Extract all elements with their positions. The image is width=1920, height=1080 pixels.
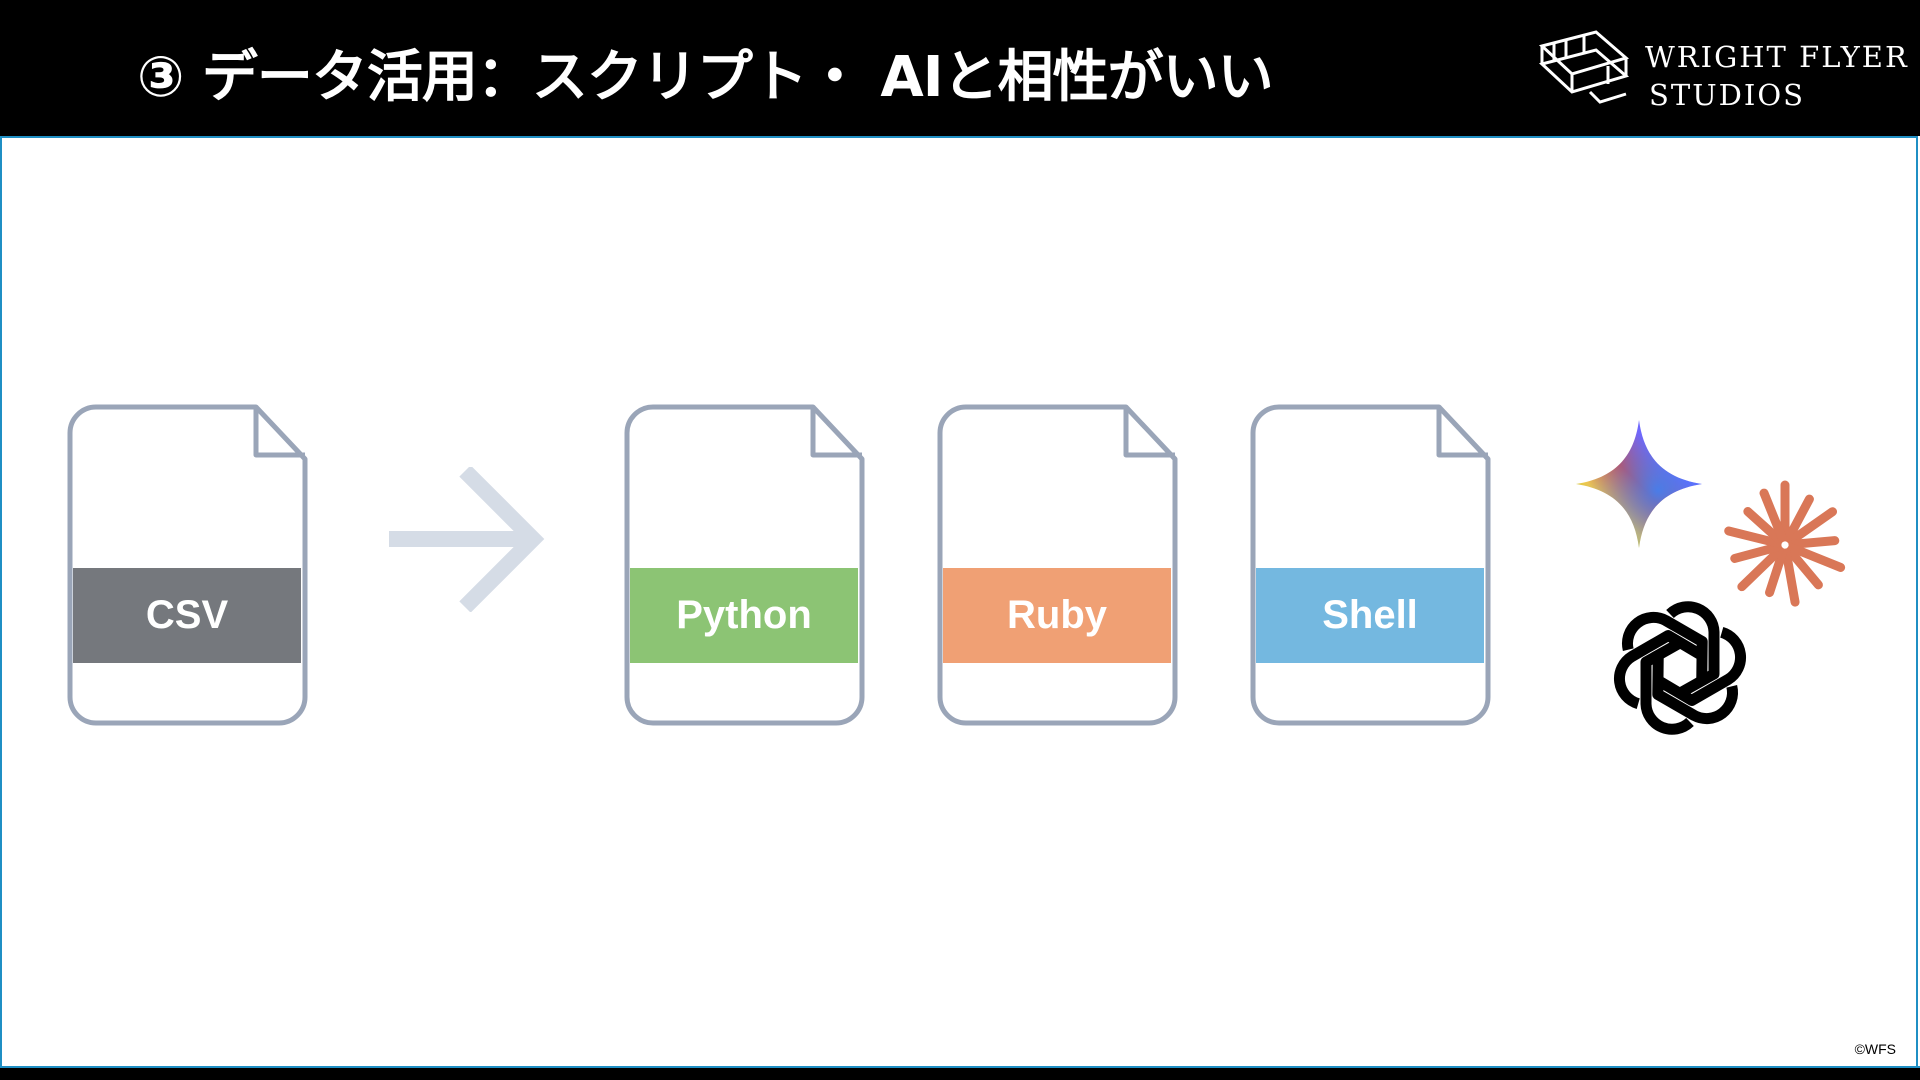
file-outline-icon xyxy=(937,404,1178,726)
shell-file-label: Shell xyxy=(1256,568,1484,663)
ruby-file-label: Ruby xyxy=(943,568,1171,663)
file-outline-icon xyxy=(1250,404,1491,726)
claude-icon xyxy=(1724,480,1846,607)
file-outline-icon xyxy=(624,404,865,726)
openai-icon xyxy=(1614,601,1746,735)
logo-line-2: STUDIOS xyxy=(1649,78,1805,112)
shell-file-icon: Shell xyxy=(1249,404,1491,726)
file-outline-icon xyxy=(67,404,308,726)
slide-title: ③ データ活用：スクリプト・ AIと相性がいい xyxy=(137,45,1274,110)
wright-flyer-logo-icon xyxy=(1538,30,1630,104)
company-logo-text: WRIGHT FLYER STUDIOS xyxy=(1645,38,1909,114)
right-arrow-icon xyxy=(389,467,545,612)
copyright-text: ©WFS xyxy=(1854,1041,1896,1057)
slide-header: ③ データ活用：スクリプト・ AIと相性がいい WRIGHT FLYER STU… xyxy=(0,0,1920,136)
python-file-icon: Python xyxy=(623,404,865,726)
gemini-icon xyxy=(1576,420,1702,548)
ruby-file-icon: Ruby xyxy=(936,404,1178,726)
logo-line-1: WRIGHT FLYER xyxy=(1645,40,1909,74)
csv-file-icon: CSV xyxy=(66,404,308,726)
slide-content-frame xyxy=(0,136,1918,1066)
slide-footer-bar xyxy=(0,1066,1920,1080)
python-file-label: Python xyxy=(630,568,858,663)
csv-file-label: CSV xyxy=(73,568,301,663)
